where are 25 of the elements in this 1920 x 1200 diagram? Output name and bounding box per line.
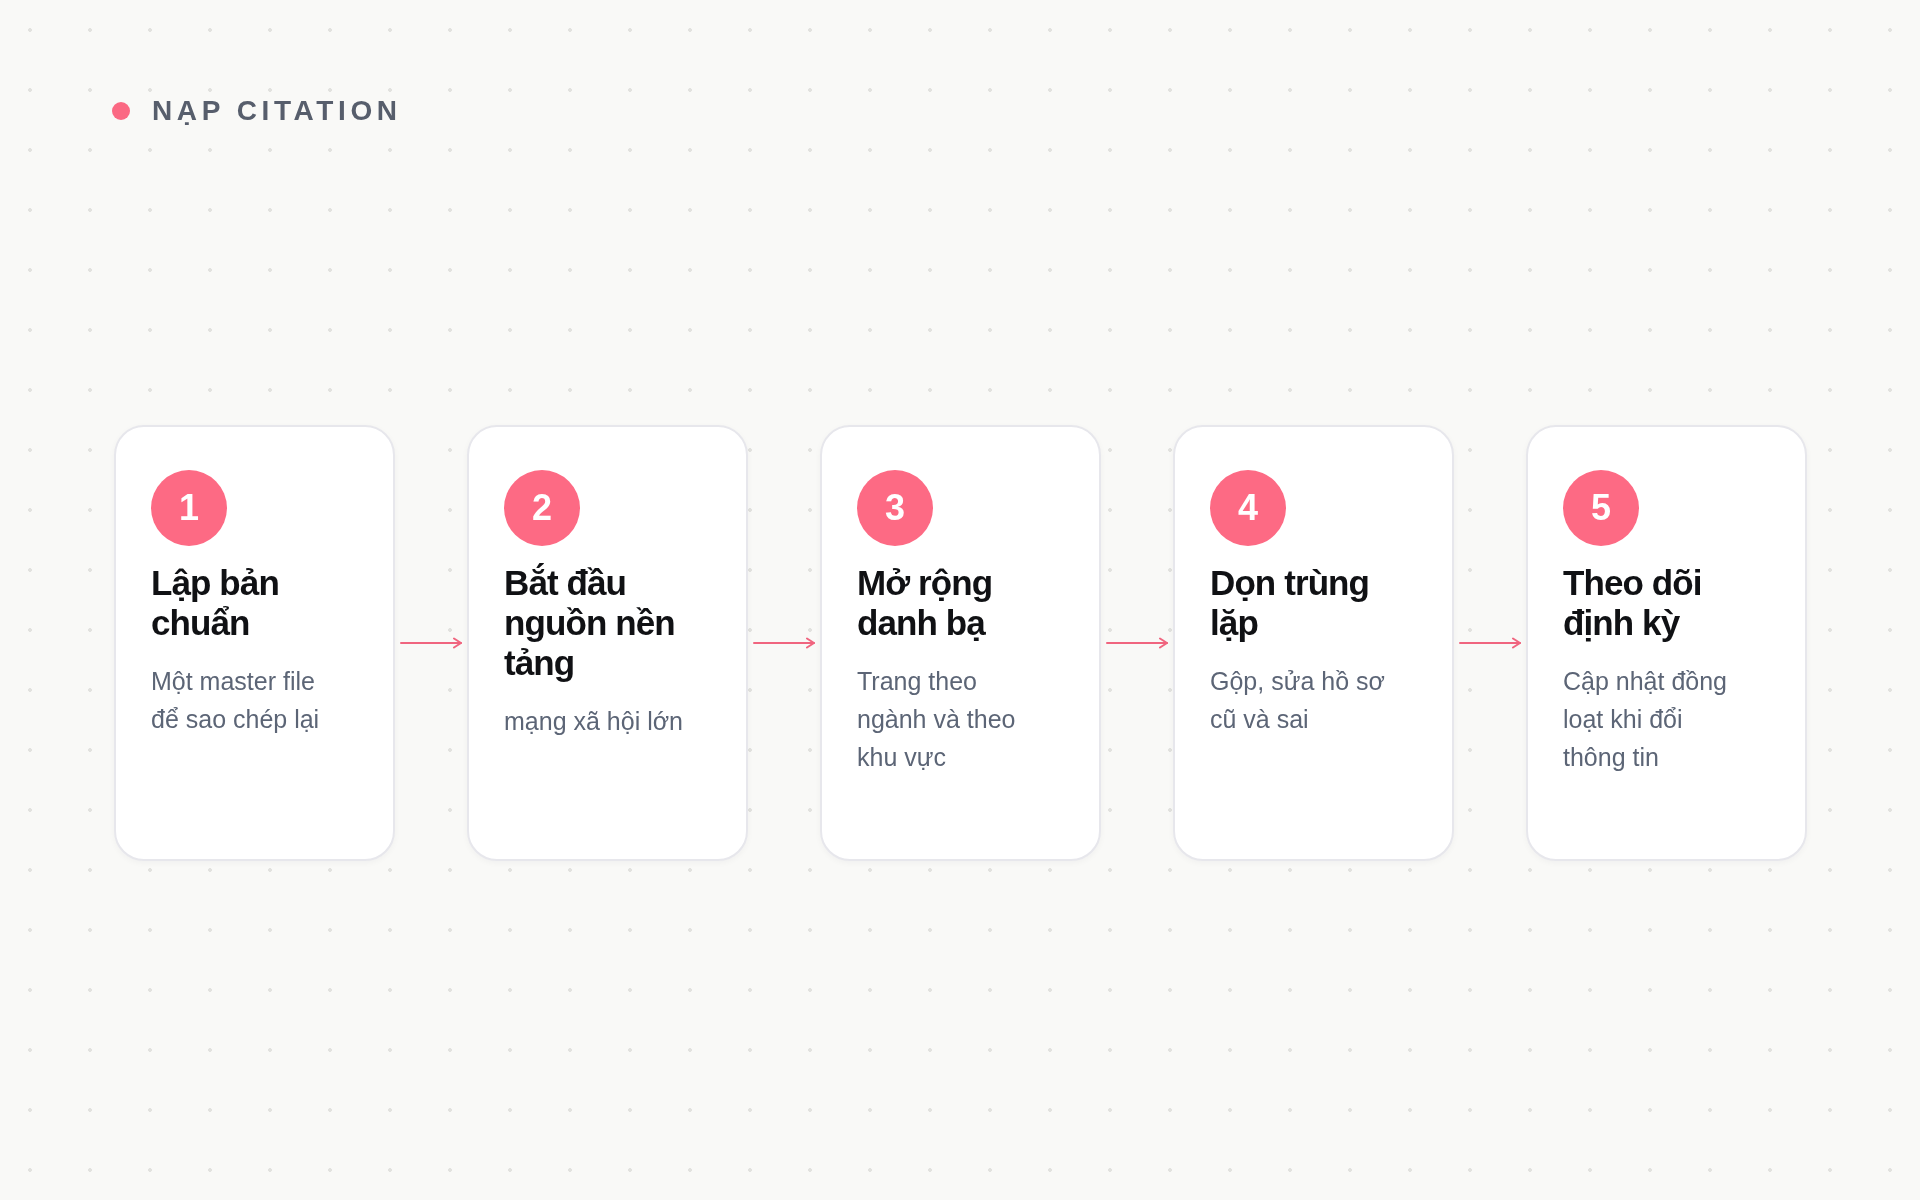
step-number-circle: 3 [857,470,933,546]
step-card [1173,425,1454,861]
step-description: Cập nhật đồng loạt khi đổi thông tin [1563,666,1729,773]
arrow [1106,637,1168,649]
step-description: Gộp, sửa hồ sơ cũ và sai [1210,666,1386,735]
step-heading: Mở rộng danh bạ [857,563,994,643]
step-card [114,425,395,861]
step-description: mạng xã hội lớn [504,706,683,737]
arrow [1459,637,1521,649]
step-card [467,425,748,861]
step-number-circle: 5 [1563,470,1639,546]
step-number-circle: 1 [151,470,227,546]
step-card [820,425,1101,861]
step-number-circle: 4 [1210,470,1286,546]
step-card [1526,425,1807,861]
step-description: Một master file để sao chép lại [151,666,321,735]
step-description: Trang theo ngành và theo khu vực [857,666,1017,773]
arrow [753,637,815,649]
arrow [400,637,462,649]
step-heading: Dọn trùng lặp [1210,563,1371,643]
step-number-circle: 2 [504,470,580,546]
page-title: NẠP CITATION [152,94,402,128]
step-heading: Lập bản chuẩn [151,563,280,643]
step-heading: Theo dõi định kỳ [1563,563,1703,643]
step-heading: Bắt đầu nguồn nền tảng [504,563,676,683]
